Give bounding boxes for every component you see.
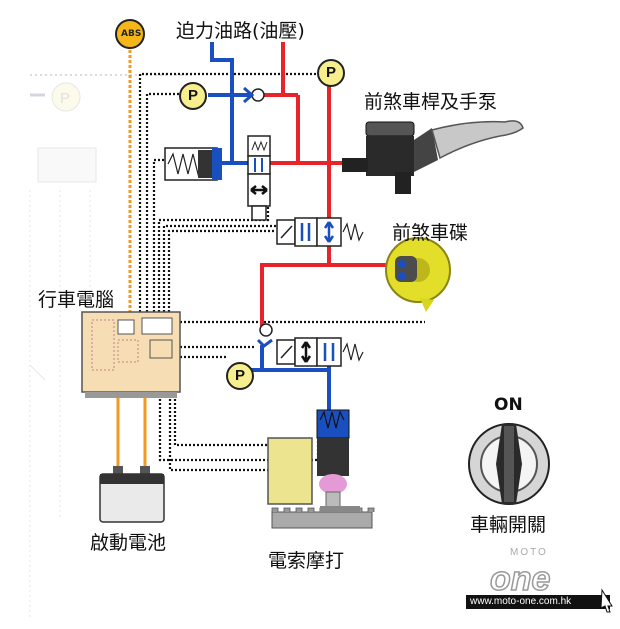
pump-label-lower: P bbox=[235, 367, 246, 384]
watermark-brand-top: MOTO bbox=[510, 547, 548, 558]
starter-motor-label: 電索摩打 bbox=[268, 550, 345, 572]
svg-text:P: P bbox=[60, 90, 70, 107]
ignition-switch-label: 車輛開關 bbox=[470, 514, 547, 536]
pressure-line-label: 迫力油路(油壓) bbox=[176, 20, 305, 42]
switch-on-label: ON bbox=[494, 395, 523, 415]
front-master-cylinder bbox=[342, 121, 438, 194]
solenoid-valve-2 bbox=[276, 337, 364, 367]
abs-warning-lamp bbox=[115, 19, 145, 49]
starter-battery bbox=[99, 398, 165, 523]
front-brake-disc bbox=[385, 237, 451, 312]
solenoid-valve-1 bbox=[276, 217, 364, 247]
front-disc-label: 前煞車碟 bbox=[392, 222, 469, 244]
front-lever-pump-label: 前煞車桿及手泵 bbox=[364, 91, 498, 113]
pump-top-left bbox=[179, 82, 207, 110]
pump-lower bbox=[226, 362, 254, 390]
pump-label-top-right: P bbox=[326, 64, 337, 81]
front-brake-hydraulic-red bbox=[260, 42, 398, 330]
switching-valve-upper bbox=[247, 135, 271, 221]
ecu-box bbox=[81, 311, 181, 398]
ecu-label: 行車電腦 bbox=[38, 289, 115, 311]
pump-label-top-left: P bbox=[188, 87, 199, 104]
svg-text:one: one bbox=[490, 560, 550, 598]
accumulator-spring-left bbox=[164, 147, 222, 181]
faded-background-components: P bbox=[29, 74, 195, 620]
ignition-switch-icon bbox=[468, 423, 550, 505]
watermark-url: www.moto-one.com.hk bbox=[470, 596, 572, 607]
check-valve-upper bbox=[243, 86, 265, 104]
abs-lamp-label: ABS bbox=[121, 29, 142, 39]
pump-top-right bbox=[317, 59, 345, 87]
battery-label: 啟動電池 bbox=[90, 532, 167, 554]
starter-motor bbox=[267, 409, 375, 529]
check-valve-lower bbox=[256, 323, 273, 348]
watermark-logo: one bbox=[466, 559, 613, 613]
front-brake-lever bbox=[431, 120, 524, 160]
